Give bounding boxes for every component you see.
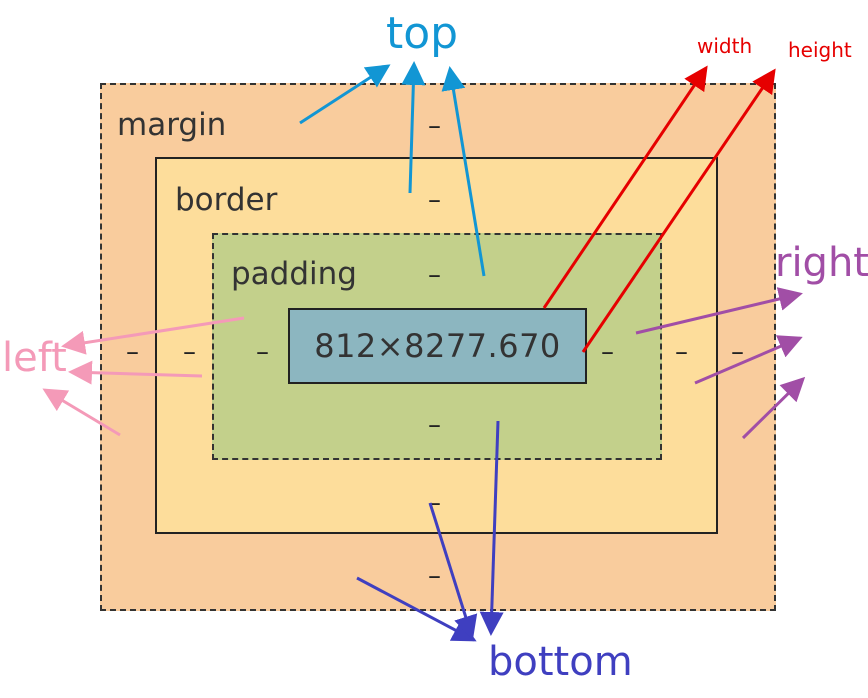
height-annotation: height <box>788 38 852 62</box>
bottom-arrow-padding <box>479 420 504 636</box>
border-top-value: – <box>428 185 441 215</box>
border-left-value: – <box>183 337 196 367</box>
right-arrow-margin <box>741 376 806 440</box>
padding-bottom-value: – <box>428 410 441 440</box>
margin-bottom-value: – <box>428 561 441 591</box>
right-annotation: right <box>775 240 868 286</box>
top-arrow-border <box>401 61 426 194</box>
width-arrow <box>542 65 708 309</box>
top-arrow-padding <box>441 66 486 277</box>
left-annotation: left <box>2 335 67 381</box>
left-arrow-margin <box>42 388 121 437</box>
left-arrow-border <box>68 360 203 385</box>
right-arrow-border <box>694 335 803 385</box>
bottom-arrow-border <box>428 502 478 640</box>
margin-right-value: – <box>731 337 744 367</box>
bottom-annotation: bottom <box>488 639 633 685</box>
content-box: 812×8277.670 <box>288 308 587 384</box>
padding-top-value: – <box>428 260 441 290</box>
top-arrow-margin <box>299 64 391 125</box>
top-annotation: top <box>386 8 459 59</box>
margin-left-value: – <box>126 337 139 367</box>
width-annotation: width <box>697 34 753 58</box>
border-right-value: – <box>675 337 688 367</box>
height-arrow <box>581 68 776 353</box>
left-arrow-padding <box>61 316 245 355</box>
padding-right-value: – <box>601 337 614 367</box>
padding-left-value: – <box>256 337 269 367</box>
border-label: border <box>175 182 278 218</box>
padding-label: padding <box>231 256 357 292</box>
right-arrow-padding <box>635 287 803 335</box>
content-size: 812×8277.670 <box>314 327 561 365</box>
margin-label: margin <box>117 107 227 143</box>
margin-top-value: – <box>428 111 441 141</box>
